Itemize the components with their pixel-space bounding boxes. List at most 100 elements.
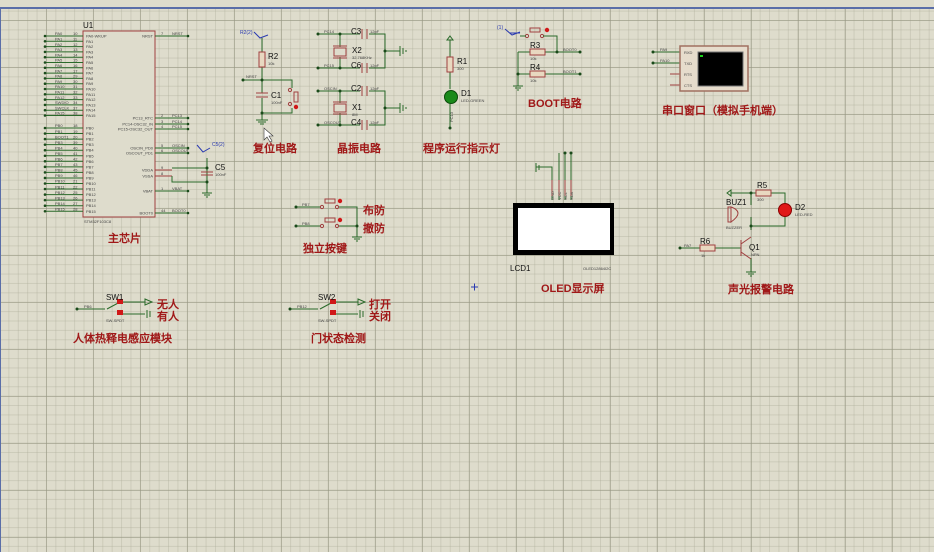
sw2-actuator[interactable] <box>330 310 336 315</box>
c6-value: 12pF <box>370 63 380 68</box>
mcu-pin-net: PB8 <box>55 168 63 173</box>
mcu-pin-name: PB0 <box>86 126 94 131</box>
x1-value: 8M <box>352 112 358 117</box>
mcu-pin-number: 11 <box>73 37 78 42</box>
r1-ref: R1 <box>457 57 468 66</box>
uart-pin-txd: TXD <box>684 61 692 66</box>
mcu-pin-name: PB7 <box>86 164 94 169</box>
x2-ref: X2 <box>352 46 362 55</box>
mcu-pin-number: 6 <box>161 148 164 153</box>
mcu-pin-net: NRST <box>172 31 183 36</box>
x1-net-b: OSCOUT <box>324 120 342 125</box>
c5-capacitor[interactable]: C5 100nF C5(2) <box>171 142 227 198</box>
boot-probe: (1) <box>497 25 503 31</box>
oled-pin-scl: SCL <box>563 191 568 200</box>
uart-virtual-terminal[interactable]: PA9 PA10 RXD TXD RTS CTS 串口窗口（模拟手机端） <box>651 45 784 117</box>
door-switch[interactable]: PB12 SW2 SW-SPDT 打开 关闭 门状态检测 <box>288 293 392 345</box>
sw1-actuator[interactable] <box>117 310 123 315</box>
led-red-icon <box>778 203 792 217</box>
mcu-pin-name: PB4 <box>86 148 94 153</box>
boot-button-actuator[interactable] <box>544 27 550 33</box>
terminal-screen[interactable] <box>697 51 744 87</box>
mcu-pin-net: PB5 <box>55 151 63 156</box>
key-circuit[interactable]: PB7 PB8 布防 撤防 独立按键 <box>294 198 386 255</box>
mcu-pin-net: OSCIN <box>172 143 185 148</box>
reset-circuit[interactable]: R2(2) R2 10k C1 100nF NRST 复位电路 <box>240 30 299 155</box>
mcu-pin-net: PB6 <box>55 157 63 162</box>
mcu-pin-name: PA8 <box>86 76 94 81</box>
oled-screen[interactable] <box>518 208 610 250</box>
mcu-body[interactable] <box>82 30 156 218</box>
reset-button-actuator[interactable] <box>293 104 299 110</box>
key-chefang-button[interactable] <box>337 217 343 223</box>
key2-label: 撤防 <box>363 221 385 235</box>
pir-switch[interactable]: PB6 SW1 SW-SPDT 无人 有人 人体热释电感应模块 <box>73 293 180 345</box>
mcu-pin-name: NRST <box>142 34 153 39</box>
alarm-circuit[interactable]: R5 300 D2 LED-RED BUZ1 BUZZER R6 1k PA7 … <box>678 181 813 296</box>
reset-caption: 复位电路 <box>252 141 298 155</box>
q1-value: NPN <box>751 252 760 257</box>
crystal-circuit[interactable]: PC14 PC15 C3 C6 12pF 12pF X2 32.768KHz O… <box>316 27 407 155</box>
mcu-pin-net: PB1 <box>55 129 63 134</box>
mcu-pin-name: PB6 <box>86 159 94 164</box>
mcu-pin-name: PB12 <box>86 192 97 197</box>
mcu-pin-name: PA4 <box>86 55 94 60</box>
mcu-pin-net: PB13 <box>55 195 66 200</box>
d1-value: LED-GREEN <box>461 98 484 103</box>
c5-probe: C5(2) <box>212 142 225 148</box>
boot-circuit[interactable]: (1) R3 R4 10k 10k BOOT0 BOOT1 BOOT电路 <box>497 25 583 110</box>
oled-display[interactable]: GND VCC SCL SDA LCD1 OLED12864I2C OLED显示… <box>510 151 614 296</box>
oled-pin-sda: SDA <box>569 191 574 200</box>
key-bufang-button[interactable] <box>337 198 343 204</box>
oled-pin-gnd: GND <box>550 191 555 200</box>
x2-value: 32.768KHz <box>352 55 372 60</box>
mcu-pin-net: PA8 <box>55 74 63 79</box>
run-led-circuit[interactable]: R1 300 D1 LED-GREEN PC13 程序运行指示灯 <box>423 35 500 155</box>
buz1-value: BUZZER <box>726 225 742 230</box>
